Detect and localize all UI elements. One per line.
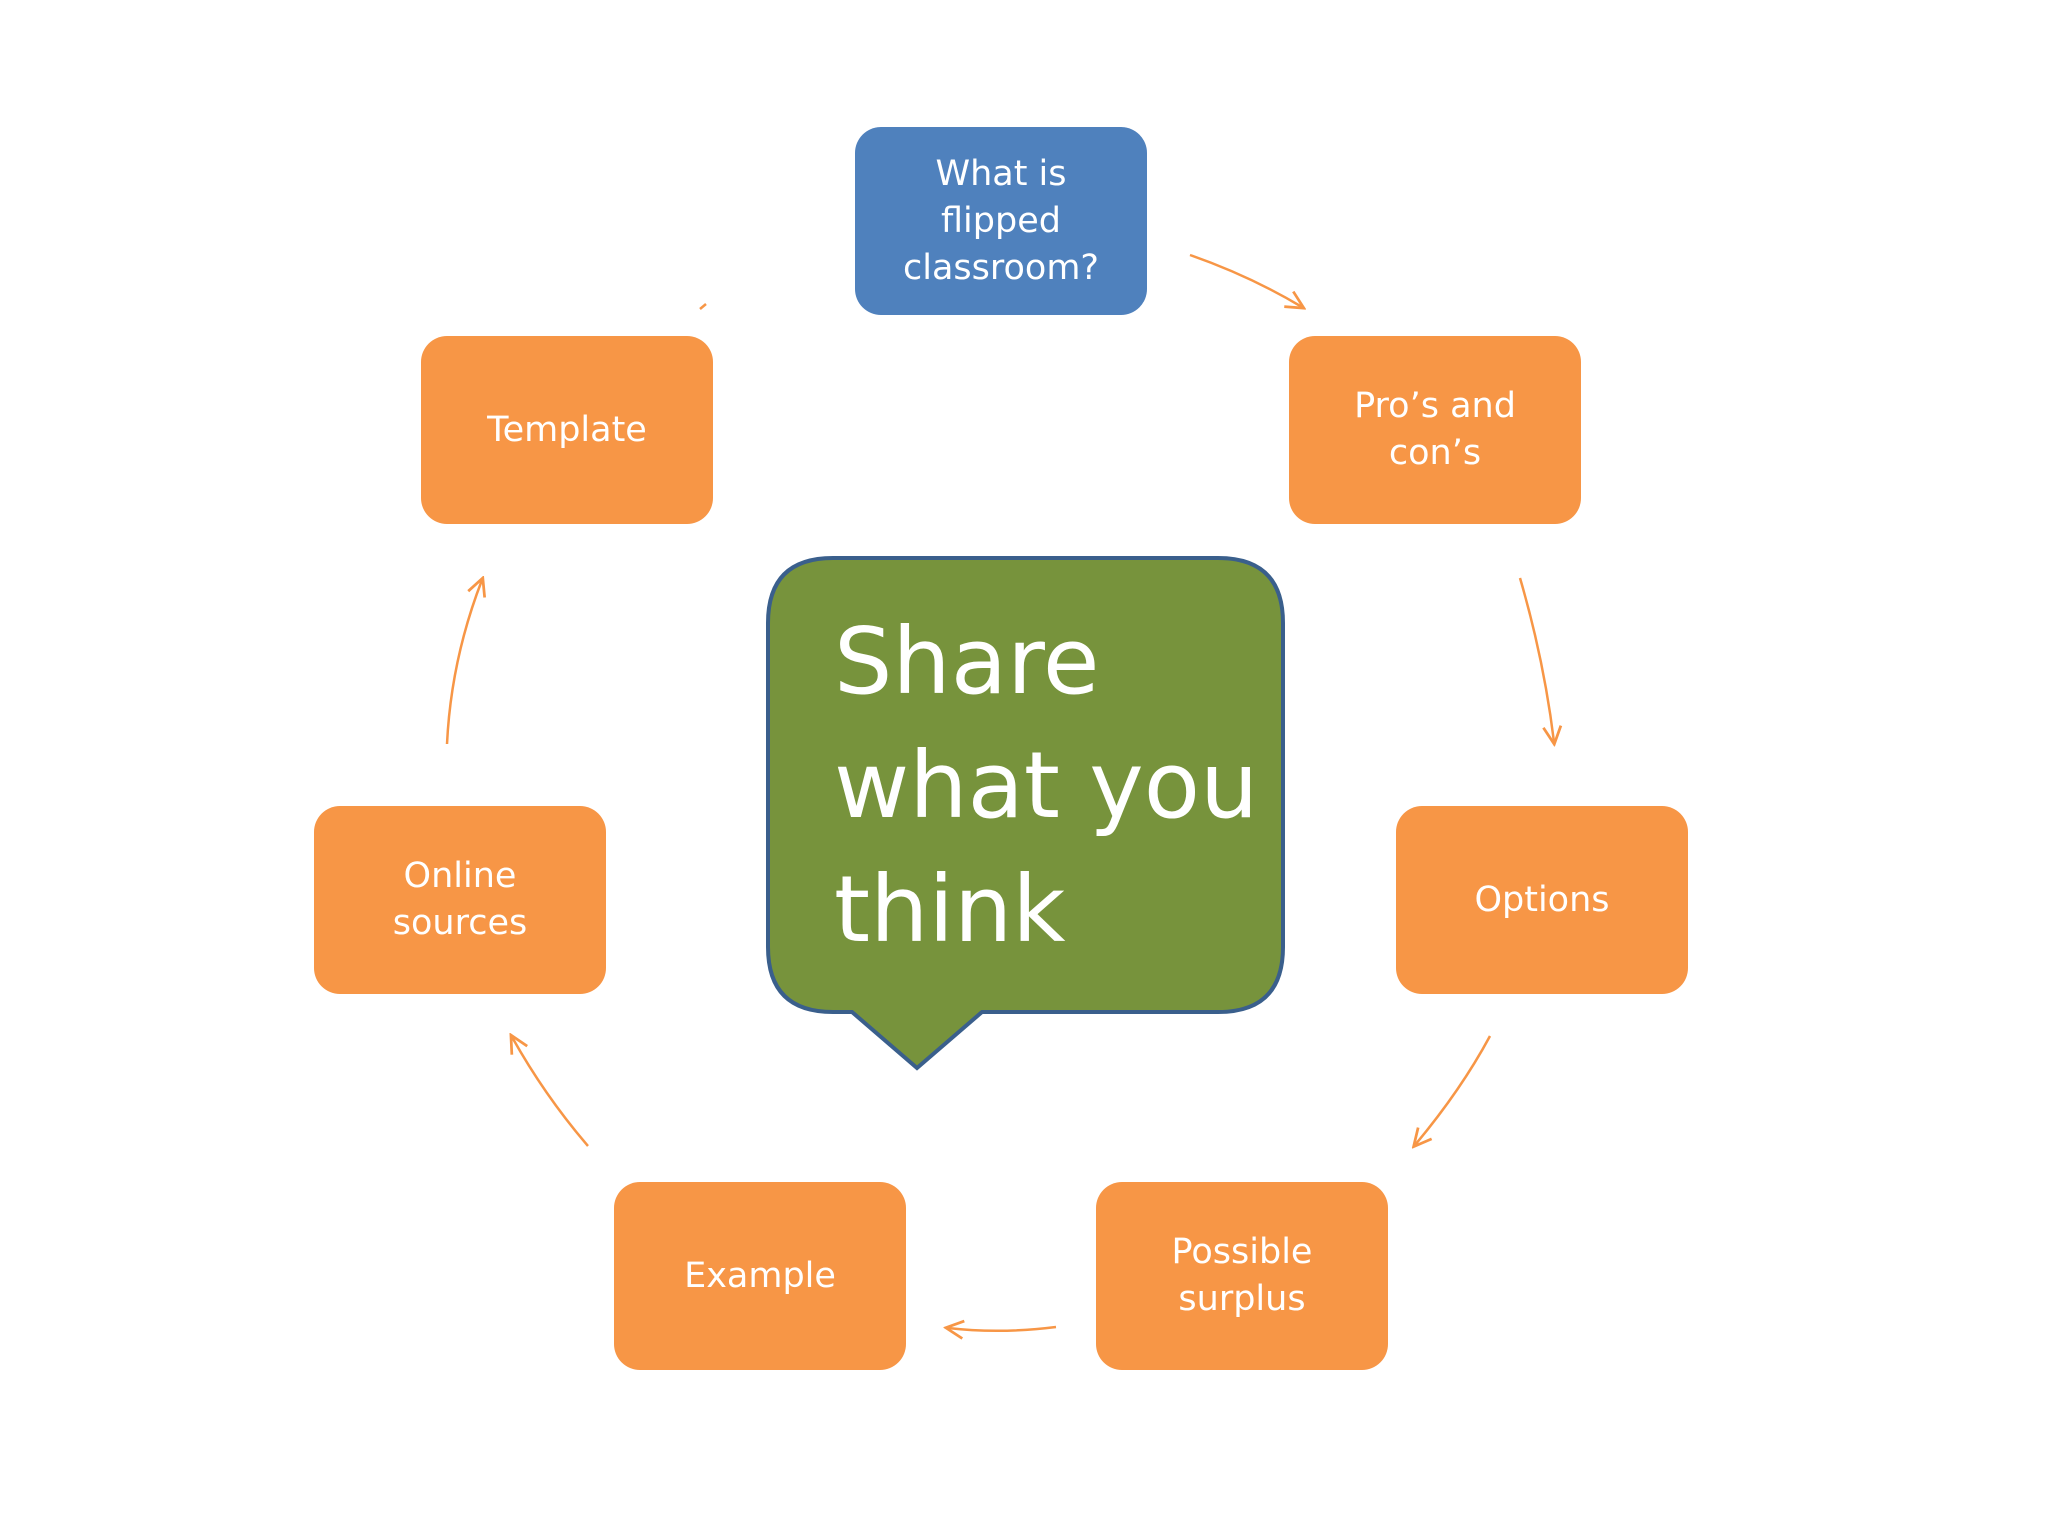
arrow-template-to-what [699, 303, 707, 310]
node-example: Example [614, 1182, 906, 1370]
node-what-is-flipped-classroom: What is flipped classroom? [855, 127, 1147, 315]
arrow-pros-to-options [1518, 577, 1554, 742]
node-possible-surplus: Possible surplus [1096, 1182, 1388, 1370]
arrow-online-to-template [445, 580, 482, 745]
node-options: Options [1396, 806, 1688, 994]
arrow-surplus-to-example [948, 1327, 1057, 1331]
arrow-example-to-online [512, 1037, 589, 1147]
node-online-sources: Online sources [314, 806, 606, 994]
speech-bubble [766, 556, 1285, 1071]
arrow-what-to-pros [1189, 253, 1302, 307]
arrow-options-to-surplus [1415, 1035, 1492, 1145]
node-template: Template [421, 336, 713, 524]
node-pros-and-cons: Pro’s and con’s [1289, 336, 1581, 524]
speech-bubble-text: Share what you think [834, 608, 1259, 963]
